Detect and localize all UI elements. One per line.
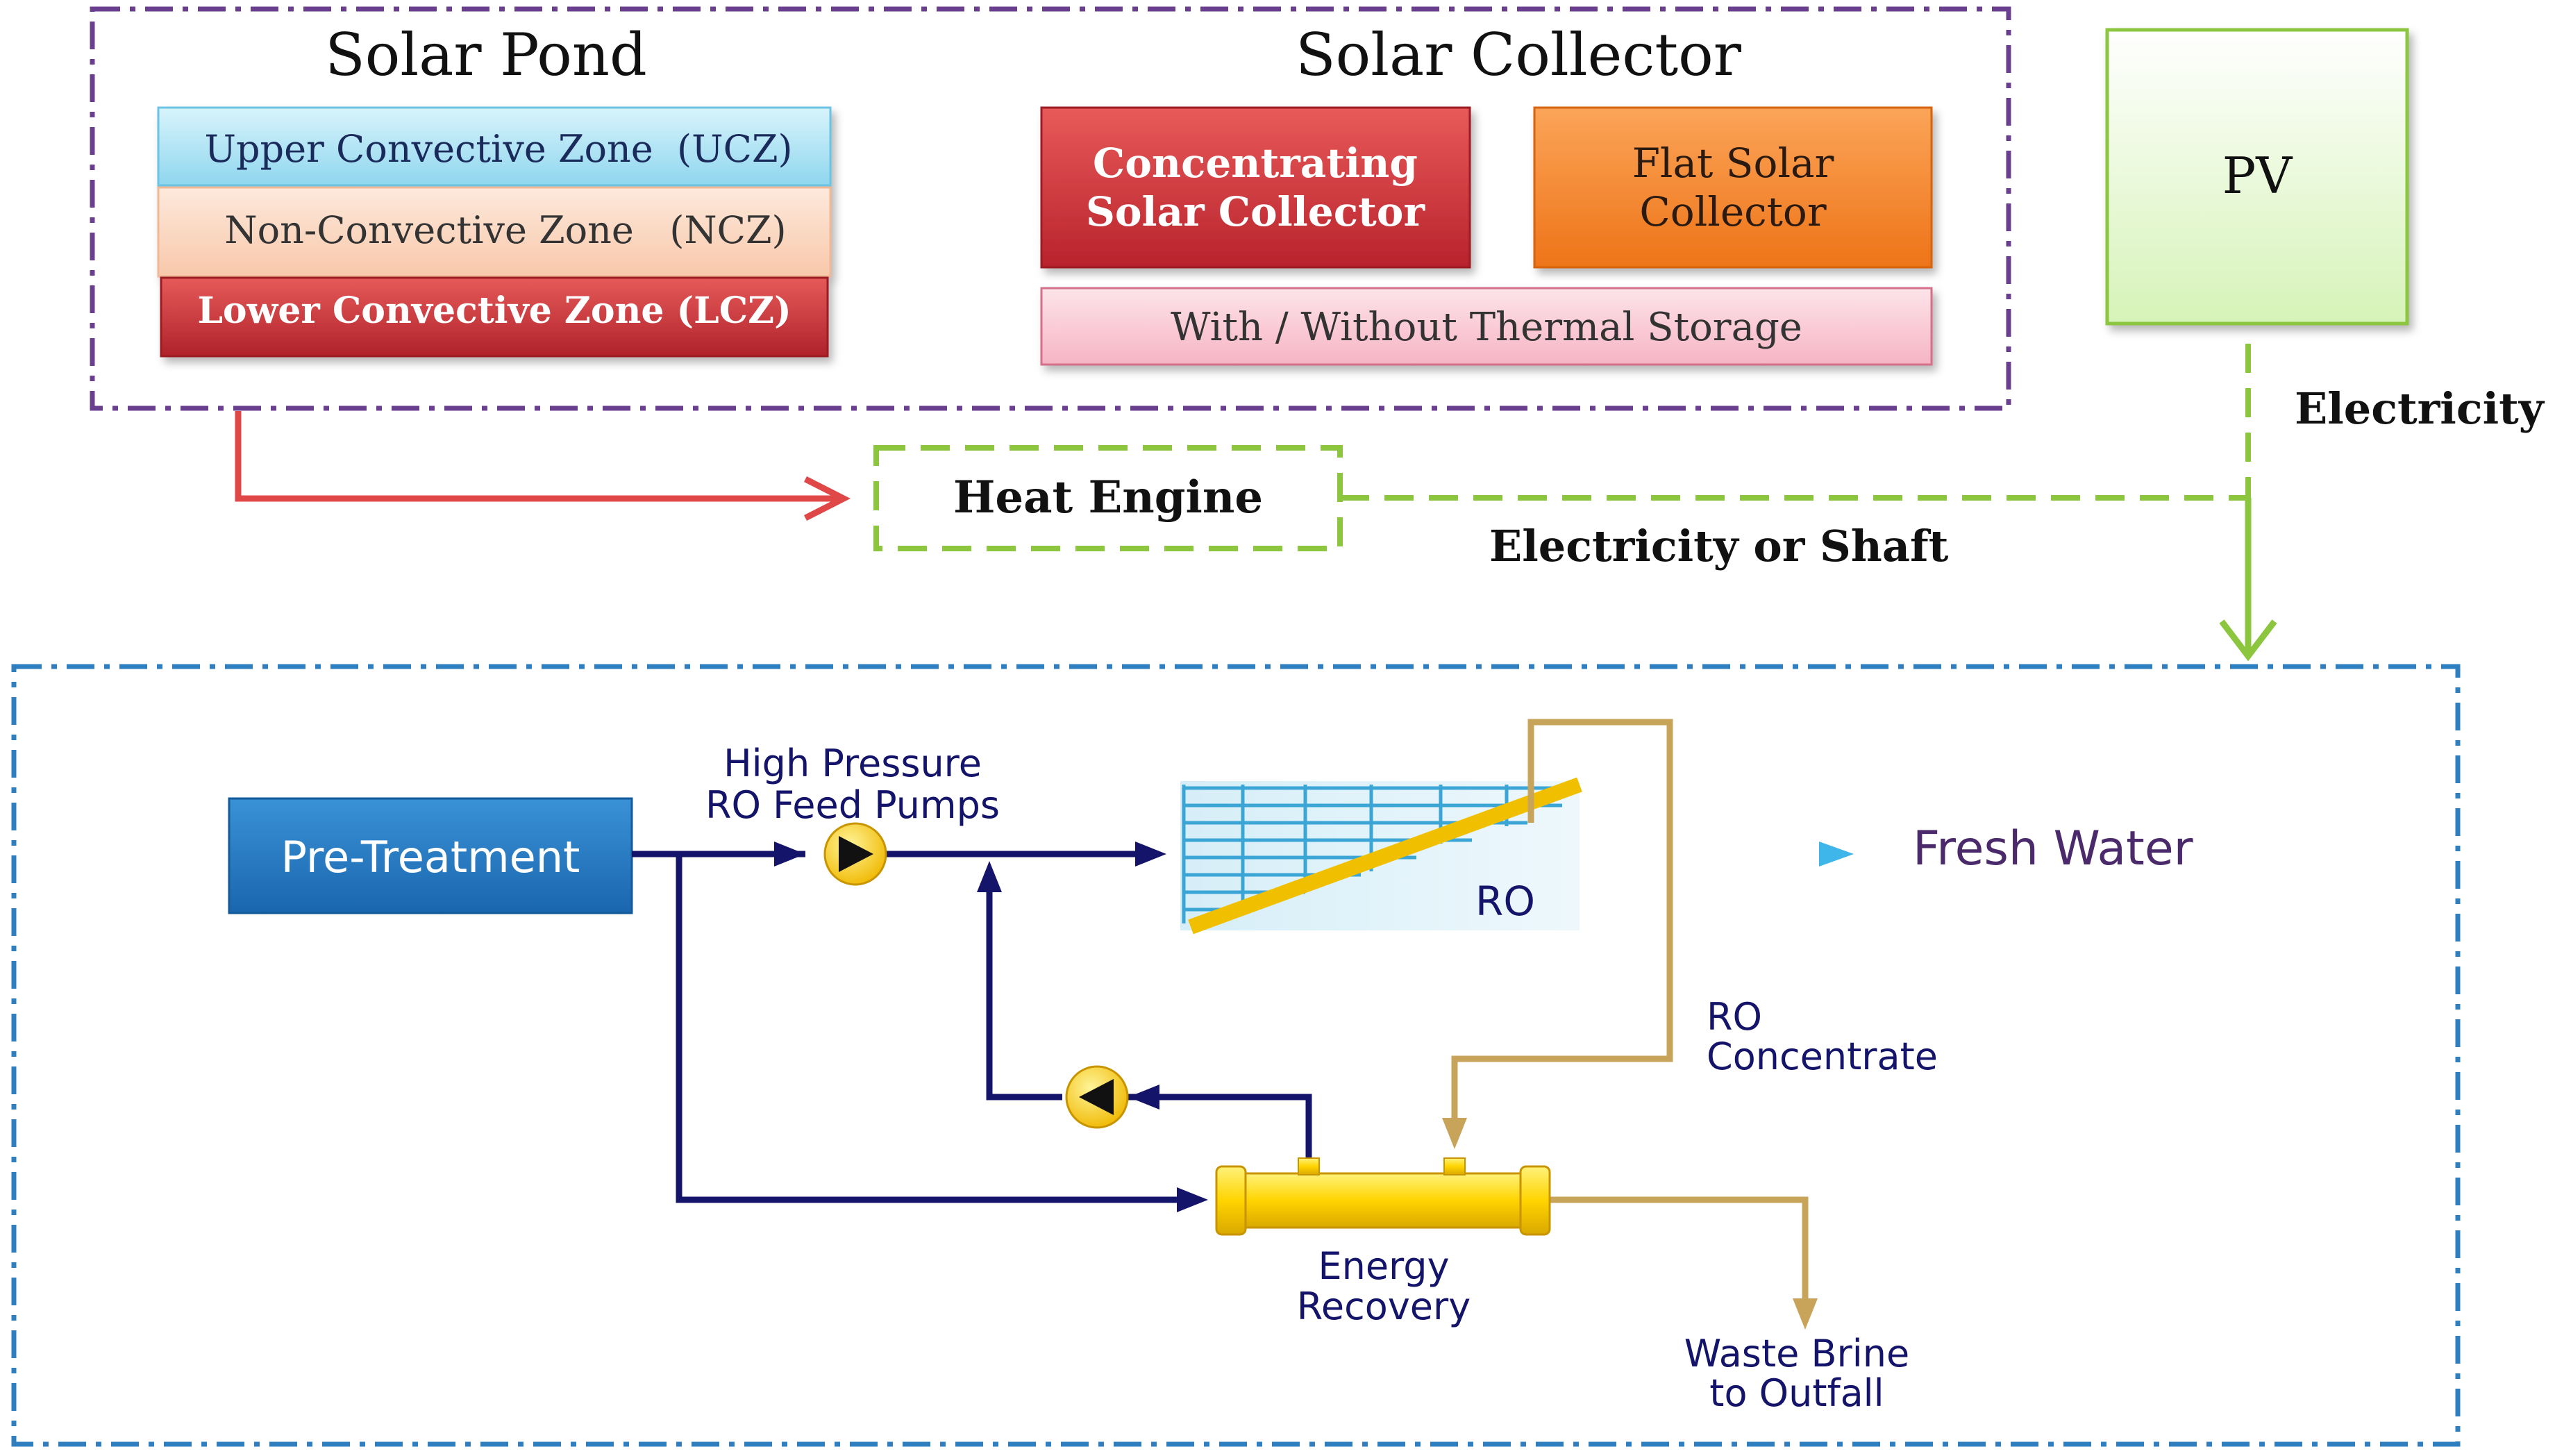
electricity-arrow-head [2219, 619, 2277, 662]
heat-engine-output-label: Electricity or Shaft [1489, 521, 1949, 571]
waste-brine-arrow-head [1793, 1298, 1818, 1330]
upper-zone-label: Upper Convective Zone (UCZ) [204, 127, 792, 171]
ro-concentrate-line [1451, 719, 1673, 1142]
high-pressure-pump-arrow-icon [839, 836, 873, 872]
pv-label: PV [2222, 147, 2293, 205]
ro-unit-label: RO [1475, 878, 1535, 925]
ro-unit-icon [1180, 777, 1582, 935]
solar-sources-frame [90, 6, 2011, 411]
feed-arrow-head-2 [1135, 842, 1166, 867]
booster-arrow-head-1 [1128, 1085, 1159, 1110]
energy-recovery-icon [1215, 1157, 1551, 1236]
heat-arrow [235, 411, 837, 502]
concentrating-collector-label-1: Concentrating [1093, 140, 1418, 187]
pv-electricity-label: Electricity [2295, 383, 2545, 434]
concentrate-arrow-head [1442, 1118, 1467, 1149]
pv-box [2105, 28, 2409, 326]
non-convective-zone [157, 186, 832, 278]
heat-arrow-head [803, 476, 851, 521]
concentrating-collector-label-2: Solar Collector [1086, 188, 1426, 235]
booster-return-line [1128, 1094, 1312, 1166]
thermal-storage-label: With / Without Thermal Storage [1171, 305, 1802, 350]
lower-zone-label: Lower Convective Zone (LCZ) [197, 290, 791, 332]
ro-concentrate-label-2: Concentrate [1707, 1035, 1938, 1078]
concentrating-collector-box [1040, 106, 1471, 269]
waste-brine-line [1545, 1196, 1809, 1305]
energy-recovery-label-1: Energy [1318, 1244, 1449, 1288]
fresh-water-label: Fresh Water [1913, 821, 2193, 876]
energy-recovery-label-2: Recovery [1297, 1285, 1471, 1328]
hp-pumps-label-1: High Pressure [723, 742, 982, 785]
flat-collector-box [1533, 106, 1933, 269]
ro-concentrate-label-1: RO [1707, 995, 1762, 1039]
flat-collector-label-1: Flat Solar [1632, 140, 1834, 187]
booster-arrow-head-2 [977, 861, 1002, 892]
booster-to-feed-line [986, 871, 1062, 1101]
waste-brine-label-1: Waste Brine [1684, 1332, 1909, 1375]
upper-convective-zone [157, 106, 832, 187]
waste-brine-label-2: to Outfall [1709, 1371, 1884, 1415]
bypass-line-to-energy-recovery [676, 854, 1198, 1203]
flat-collector-label-2: Collector [1639, 188, 1826, 235]
bypass-arrow-head [1177, 1187, 1208, 1212]
solar-pond-title: Solar Pond [325, 21, 646, 89]
pretreatment-label: Pre-Treatment [281, 832, 580, 882]
solar-collector-title: Solar Collector [1296, 21, 1742, 89]
pretreatment-box [228, 797, 633, 914]
non-convective-zone-label: Non-Convective Zone (NCZ) [224, 208, 786, 252]
hp-pumps-label-2: RO Feed Pumps [705, 783, 1000, 827]
thermal-storage-box [1040, 287, 1933, 366]
lower-convective-zone [160, 276, 829, 358]
fresh-water-arrow-head [1819, 842, 1854, 867]
heat-engine-label: Heat Engine [953, 471, 1263, 524]
feed-arrow-head-1 [774, 842, 805, 867]
ro-system-frame [11, 664, 2461, 1447]
booster-pump-arrow-icon [1079, 1079, 1114, 1115]
